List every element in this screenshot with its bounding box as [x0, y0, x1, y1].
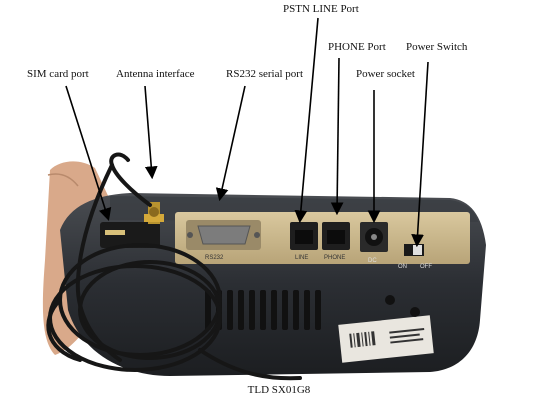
- marking-phone: PHONE: [324, 255, 345, 261]
- marking-on: ON: [398, 264, 407, 270]
- marking-rs232: RS232: [205, 255, 224, 261]
- label-phone-port: PHONE Port: [328, 41, 386, 53]
- label-rs232-serial-port: RS232 serial port: [226, 68, 303, 80]
- label-sticker: [338, 315, 434, 363]
- label-power-socket: Power socket: [356, 68, 415, 80]
- marking-dc: DC: [368, 258, 377, 264]
- arrow-rs232-serial-port: [215, 85, 246, 202]
- arrow-phone-port: [330, 57, 344, 216]
- power-switch: [404, 244, 424, 256]
- arrow-power-switch: [411, 61, 429, 248]
- marking-off: OFF: [420, 264, 432, 270]
- label-antenna-interface: Antenna interface: [116, 68, 195, 80]
- arrow-sim-card-port: [65, 85, 112, 222]
- marking-line: LINE: [295, 255, 308, 261]
- figure-caption: TLD SX01G8: [247, 384, 311, 396]
- arrow-pstn-line-port: [294, 17, 319, 224]
- dc-socket: [360, 222, 388, 252]
- antenna-cable: [46, 152, 302, 381]
- callout-arrows: [65, 17, 429, 248]
- label-sim-card-port: SIM card port: [27, 68, 89, 80]
- arrow-antenna-interface: [144, 85, 158, 180]
- label-power-switch: Power Switch: [406, 41, 468, 53]
- sim-slot: [100, 222, 160, 248]
- rs232-port: [186, 220, 261, 250]
- antenna-connector: [144, 202, 164, 224]
- label-pstn-line-port: PSTN LINE Port: [283, 3, 359, 15]
